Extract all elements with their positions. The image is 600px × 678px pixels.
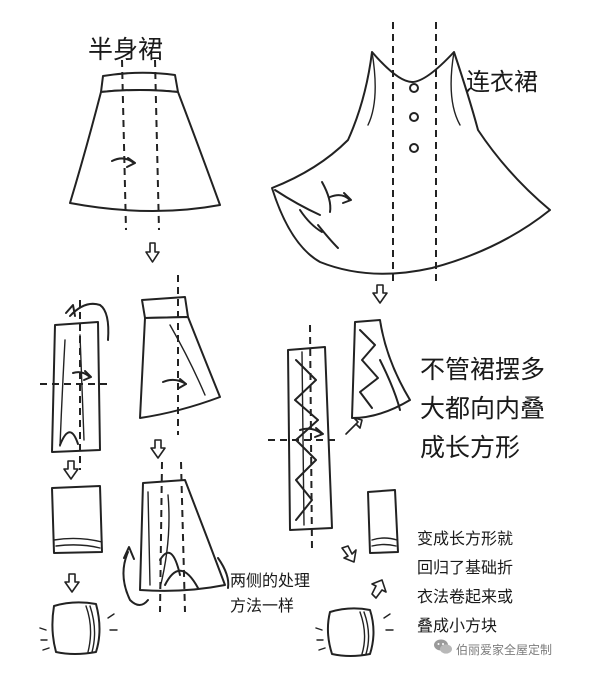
watermark: 伯丽爱家全屋定制: [456, 643, 553, 657]
down-arrow-icon: [341, 545, 357, 563]
down-arrow-icon: [345, 417, 363, 435]
roll-up-line-1: 变成长方形就: [417, 529, 514, 548]
skirt-fold-right-step: [139, 275, 221, 435]
fold-inward-line-3: 成长方形: [420, 433, 521, 462]
fold-inward-note: 不管裙摆多 大都向内叠 成长方形: [420, 350, 545, 467]
skirt-fold-left-step: [40, 300, 112, 470]
skirt-rect-left-step: [51, 485, 103, 554]
down-arrow-icon: [64, 573, 80, 593]
dress-roll-step: [315, 607, 394, 657]
dress-small-rect-step: [367, 489, 399, 554]
dress-fold-narrow-step: [351, 319, 411, 419]
fold-inward-line-1: 不管裙摆多: [420, 355, 546, 384]
wechat-icon: [434, 639, 452, 654]
down-arrow-icon: [371, 579, 387, 599]
down-arrow-icon: [372, 284, 388, 304]
skirt-roll-left-step: [39, 601, 118, 655]
down-arrow-icon: [63, 460, 79, 480]
skirt-sides-step: [122, 461, 230, 613]
roll-up-note: 变成长方形就 回归了基础折 衣法卷起来或 叠成小方块: [417, 524, 513, 640]
fold-inward-line-2: 大都向内叠: [420, 394, 546, 423]
dress-title: 连衣裙: [466, 68, 538, 96]
roll-up-line-3: 衣法卷起来或: [417, 587, 514, 606]
down-arrow-icon: [145, 242, 160, 263]
both-sides-line-1: 两侧的处理: [230, 571, 311, 590]
dress-flat-illustration: [271, 22, 551, 285]
dress-rectangle-step: [268, 324, 340, 551]
skirt-title: 半身裙: [88, 35, 164, 64]
both-sides-line-2: 方法一样: [230, 596, 295, 615]
both-sides-note: 两侧的处理 方法一样: [230, 568, 310, 618]
roll-up-line-2: 回归了基础折: [417, 558, 514, 577]
roll-up-line-4: 叠成小方块: [417, 616, 498, 635]
skirt-flat-illustration: [69, 59, 221, 231]
down-arrow-icon: [150, 439, 166, 459]
